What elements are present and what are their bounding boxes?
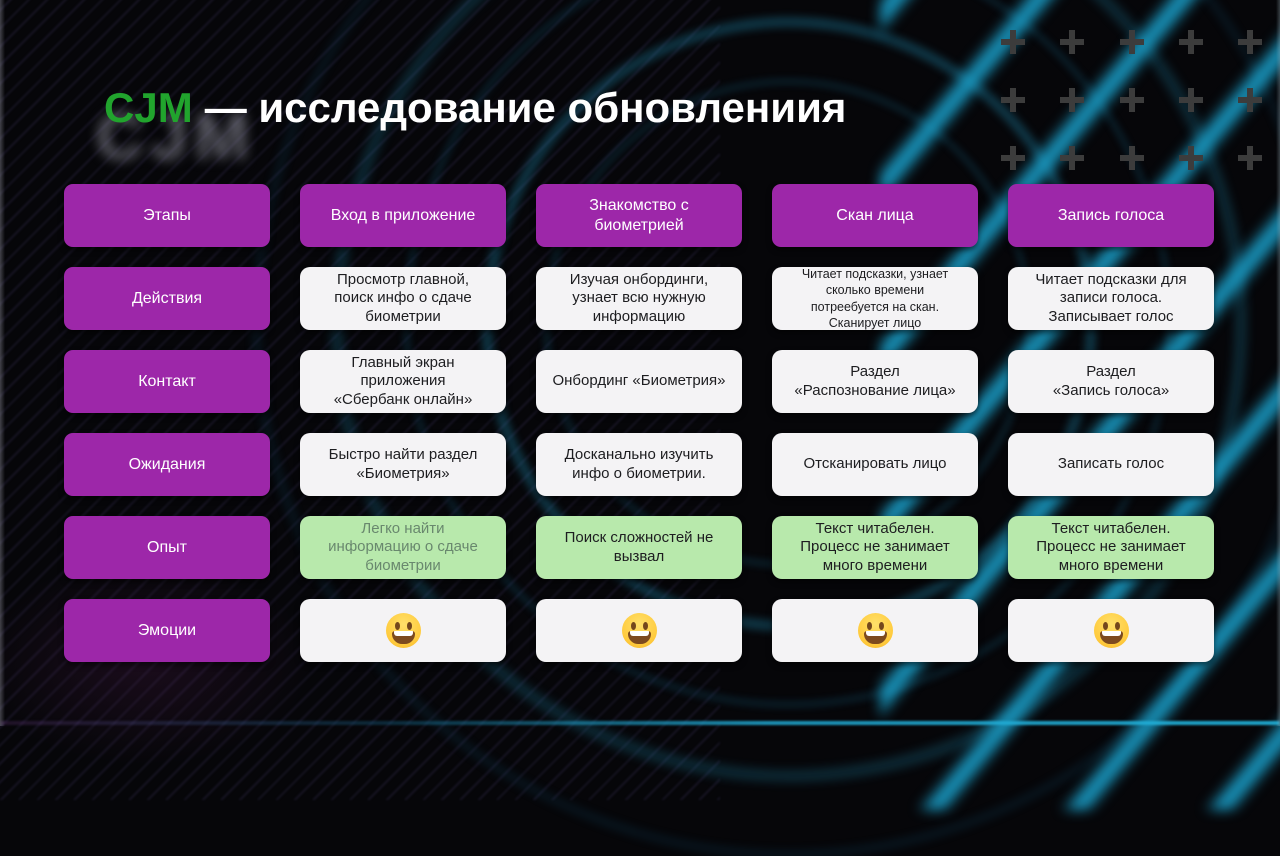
stage-header-cell: Вход в приложение	[300, 184, 506, 247]
emotion-cell	[536, 599, 742, 662]
actions-cell: Читает подсказки для записи голоса. Запи…	[1008, 267, 1214, 330]
expectations-cell: Досканально изучить инфо о биометрии.	[536, 433, 742, 496]
plus-icon	[1060, 146, 1085, 170]
plus-icon	[1001, 146, 1025, 170]
actions-cell: Изучая онбординги, узнает всю нужную инф…	[536, 267, 742, 330]
grinning-face-emoji	[857, 613, 893, 648]
contact-cell: Главный экран приложения «Сбербанк онлай…	[300, 350, 506, 413]
page-title-rest: — исследование обновлениия	[204, 84, 847, 132]
cjm-watermark: CJM	[96, 99, 257, 173]
expectations-cell: Отсканировать лицо	[772, 433, 978, 496]
row-label-experience: Опыт	[64, 516, 270, 579]
journey-map-grid: Этапы Вход в приложение Знакомство с био…	[64, 184, 1214, 662]
page-title-brand: CJM	[104, 84, 193, 132]
plus-icon	[1178, 146, 1203, 170]
plus-icon	[1238, 88, 1262, 112]
emotion-cell	[300, 599, 506, 662]
plus-icon	[1001, 88, 1025, 112]
stage-header-cell: Запись голоса	[1008, 184, 1214, 247]
contact-cell: Онбординг «Биометрия»	[536, 350, 742, 413]
grinning-face-emoji	[385, 613, 421, 648]
plus-icon	[1119, 88, 1144, 112]
row-label-contact: Контакт	[64, 350, 270, 413]
actions-cell: Читает подсказки, узнает сколько времени…	[772, 267, 978, 330]
emotion-cell	[772, 599, 978, 662]
row-label-expectations: Ожидания	[64, 433, 270, 496]
contact-cell: Раздел «Распознование лица»	[772, 350, 978, 413]
row-label-actions: Действия	[64, 267, 270, 330]
experience-cell: Текст читабелен. Процесс не занимает мно…	[1008, 516, 1214, 579]
expectations-cell: Быстро найти раздел «Биометрия»	[300, 433, 506, 496]
plus-icon	[1178, 88, 1203, 112]
row-label-stages: Этапы	[64, 184, 270, 247]
plus-icon	[1060, 30, 1085, 54]
bottom-glow-line	[0, 721, 1280, 725]
stage-header-cell: Скан лица	[772, 184, 978, 247]
plus-icon	[1238, 30, 1262, 54]
actions-cell: Просмотр главной, поиск инфо о сдаче био…	[300, 267, 506, 330]
experience-cell: Текст читабелен. Процесс не занимает мно…	[772, 516, 978, 579]
row-label-emotions: Эмоции	[64, 599, 270, 662]
grinning-face-emoji	[621, 613, 657, 648]
stage-header-cell: Знакомство с биометрией	[536, 184, 742, 247]
left-edge-highlight	[0, 0, 5, 726]
right-edge-highlight	[1276, 0, 1280, 726]
plus-icon	[1001, 30, 1025, 54]
emotion-cell	[1008, 599, 1214, 662]
plus-icon	[1060, 88, 1085, 112]
plus-icon	[1119, 146, 1144, 170]
contact-cell: Раздел «Запись голоса»	[1008, 350, 1214, 413]
plus-icon	[1178, 30, 1203, 54]
experience-cell: Легко найти информацию о сдаче биометрии	[300, 516, 506, 579]
plus-icon	[1238, 146, 1262, 170]
grinning-face-emoji	[1093, 613, 1129, 648]
page-title: CJM— исследование обновлениия	[104, 84, 846, 132]
plus-pattern	[1001, 30, 1262, 170]
experience-cell: Поиск сложностей не вызвал	[536, 516, 742, 579]
expectations-cell: Записать голос	[1008, 433, 1214, 496]
plus-icon	[1119, 30, 1144, 54]
